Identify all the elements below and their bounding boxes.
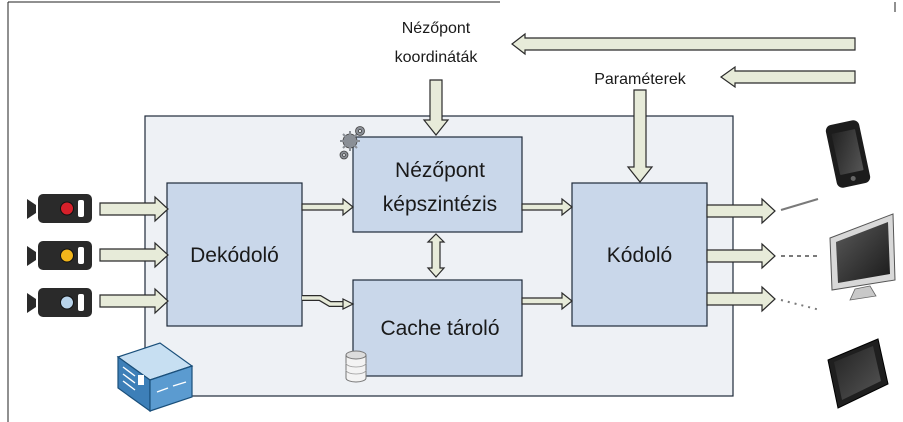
synthesis-label-line1: Nézőpont	[395, 159, 485, 182]
encoder-label: Kódoló	[607, 244, 672, 267]
synthesis-label-line2: képszintézis	[383, 193, 497, 216]
synthesis-cache-bidirectional-arrow	[426, 233, 446, 278]
encoder-block: Kódoló	[571, 182, 708, 327]
camera-yellow	[27, 241, 92, 270]
decoder-to-synthesis-arrow	[301, 197, 354, 217]
decoder-block: Dekódoló	[166, 182, 303, 327]
monitor-icon	[829, 213, 896, 301]
camera-red	[27, 194, 92, 223]
camera-arrow-3	[99, 287, 169, 315]
synthesis-block: Nézőpont képszintézis	[352, 136, 523, 233]
cache-label: Cache tároló	[380, 317, 499, 340]
tablet-connection-line	[780, 299, 821, 311]
phone-connection-line	[780, 198, 819, 211]
camera-arrow-2	[99, 241, 169, 269]
gears-icon	[339, 126, 365, 160]
output-arrow-1	[706, 197, 776, 225]
viewpoint-input-arrow	[511, 32, 856, 56]
parameters-label: Paraméterek	[594, 71, 687, 88]
server-icon	[116, 342, 194, 413]
output-arrow-3	[706, 285, 776, 313]
decoder-to-cache-arrow	[302, 295, 355, 310]
parameters-down-arrow	[626, 89, 654, 183]
cache-block: Cache tároló	[352, 279, 523, 377]
yellow-led-icon	[60, 248, 74, 263]
blue-led-icon	[60, 295, 74, 310]
database-icon	[345, 350, 367, 383]
parameters-input-arrow	[719, 65, 856, 89]
viewpoint-down-arrow	[422, 79, 450, 136]
synthesis-to-encoder-arrow	[521, 197, 573, 217]
decoder-label: Dekódoló	[190, 244, 279, 267]
cache-to-encoder-arrow	[521, 291, 573, 311]
output-arrow-2	[706, 242, 776, 270]
tablet-icon	[827, 338, 889, 409]
smartphone-icon	[825, 120, 871, 188]
camera-arrow-1	[99, 195, 169, 223]
viewpoint-coords-label-line1: Nézőpont	[402, 20, 471, 37]
red-led-icon	[60, 201, 74, 216]
camera-blue	[27, 288, 92, 317]
viewpoint-coords-label-line2: koordináták	[395, 49, 479, 66]
